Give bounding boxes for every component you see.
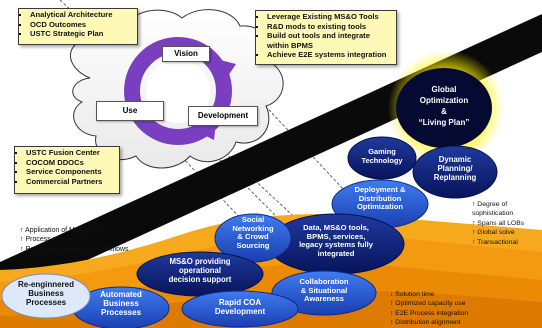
callout-top-right: Leverage Existing MS&O Tools R&D mods to… <box>255 10 397 65</box>
callout-item: Build out tools and integrate <box>267 31 396 41</box>
node-line: Collaboration <box>299 277 349 286</box>
global-line: Optimization <box>419 96 469 105</box>
note-line: ↑ Transactional <box>472 238 518 246</box>
social-networking-label: Social Networking & Crowd Sourcing <box>222 215 284 251</box>
callout-item: R&D mods to existing tools <box>267 22 396 32</box>
gaming-ellipse <box>347 136 417 180</box>
cycle-arrow-icon <box>198 122 216 140</box>
global-line: “Living Plan” <box>418 118 470 127</box>
rapid-coa-label: Rapid COA Development <box>205 298 275 316</box>
global-optimization-label: Global Optimization & “Living Plan” <box>400 84 488 128</box>
node-line: Gaming <box>368 147 396 156</box>
cycle-use-label: Use <box>96 101 164 121</box>
cycle-ring <box>124 37 232 145</box>
node-line: Development <box>214 307 266 317</box>
node-line: Social <box>241 215 265 224</box>
cycle-vision-label: Vision <box>162 46 210 62</box>
node-line: MS&O providing <box>169 257 231 266</box>
node-line: Automated <box>100 290 142 299</box>
rapid-ellipse <box>181 290 299 328</box>
node-line: Re-enginnered <box>17 280 74 289</box>
node-line: Data, MS&O tools, <box>303 223 369 232</box>
callout-item: Achieve E2E systems integration <box>267 50 396 60</box>
callout-top-left: Analytical Architecture OCD Outcomes UST… <box>18 8 138 45</box>
node-line: Business <box>28 289 64 299</box>
right-notes: ↑ Degree of sophistication ↑ Spans all L… <box>472 200 524 247</box>
node-line: integrated <box>317 249 355 259</box>
node-line: Networking <box>232 223 274 233</box>
dynamic-planning-label: Dynamic Planning/ Replanning <box>420 155 490 183</box>
node-line: Sourcing <box>236 241 270 251</box>
bottom-notes: ↓ Solution time ↑ Optimized capacity use… <box>390 290 468 328</box>
node-line: operational <box>178 265 222 275</box>
callout-item: within BPMS <box>267 40 313 50</box>
note-line: ↑ Application of MS&O Tools <box>20 227 108 234</box>
node-line: decision support <box>168 274 232 284</box>
note-line: ↑ Distribution alignment <box>390 319 461 327</box>
note-line: ↑ Process efficiencies <box>20 236 88 244</box>
node-line: Processes <box>25 298 67 308</box>
callout-item: Analytical Architecture <box>30 10 137 20</box>
note-line: ↑ E2E Process integration <box>390 309 469 317</box>
cycle-arrow-icon <box>212 58 236 82</box>
node-line: BPMS, services, <box>306 231 366 241</box>
node-line: Planning/ <box>437 163 473 173</box>
gaming-technology-label: Gaming Technology <box>352 147 412 165</box>
collab-ellipse <box>271 270 377 316</box>
cycle-development-label: Development <box>188 106 258 126</box>
note-line: ↓ Solution time <box>390 291 435 298</box>
node-line: Technology <box>361 155 403 165</box>
reengineered-ellipse <box>1 273 91 319</box>
node-line: Dynamic <box>438 155 472 164</box>
note-line: ↑ Degree of <box>472 201 508 208</box>
node-line: & Situational <box>300 285 348 295</box>
msando-decision-support-label: MS&O providing operational decision supp… <box>150 257 250 285</box>
node-line: legacy systems fully <box>299 240 373 250</box>
node-line: Replanning <box>433 172 477 182</box>
deployment-distribution-label: Deployment & Distribution Optimization <box>340 185 420 212</box>
note-line: sophistication <box>472 210 514 218</box>
node-line: Rapid COA <box>218 298 262 307</box>
global-line: Global <box>431 85 457 94</box>
callout-item: Service Components <box>26 167 119 177</box>
node-line: Distribution <box>358 193 402 203</box>
callout-item: COCOM DDOCs <box>26 158 119 168</box>
note-line: ↑ Optimized capacity use <box>390 300 466 308</box>
callout-item: USTC Strategic Plan <box>30 29 137 39</box>
note-line: ↑ Repeatable/disciplined workflows <box>20 245 129 253</box>
collaboration-awareness-label: Collaboration & Situational Awareness <box>284 277 364 304</box>
dynamic-ellipse <box>412 145 498 199</box>
automated-processes-label: Automated Business Processes <box>86 290 156 318</box>
data-integration-label: Data, MS&O tools, BPMS, services, legacy… <box>276 223 396 259</box>
guide-line <box>174 149 251 229</box>
node-line: & Crowd <box>237 232 269 242</box>
reengineered-processes-label: Re-enginnered Business Processes <box>6 280 86 308</box>
callout-item: USTC Fusion Center <box>26 148 119 158</box>
global-ellipse <box>396 68 492 148</box>
global-line: & <box>441 107 447 116</box>
callout-item: Leverage Existing MS&O Tools <box>267 12 396 22</box>
node-line: Processes <box>100 308 142 318</box>
node-line: Business <box>103 299 139 309</box>
node-line: Optimization <box>357 202 403 212</box>
callout-mid-left: USTC Fusion Center COCOM DDOCs Service C… <box>14 146 120 194</box>
left-notes: ↑ Application of MS&O Tools ↑ Process ef… <box>20 226 129 254</box>
callout-item: OCD Outcomes <box>30 20 137 30</box>
node-line: Awareness <box>304 294 344 304</box>
note-line: ↑ Global solve <box>472 229 515 237</box>
note-line: ↑ Spans all LOBs <box>472 219 525 227</box>
node-line: Deployment & <box>354 185 406 194</box>
callout-item: Commercial Partners <box>26 177 119 187</box>
